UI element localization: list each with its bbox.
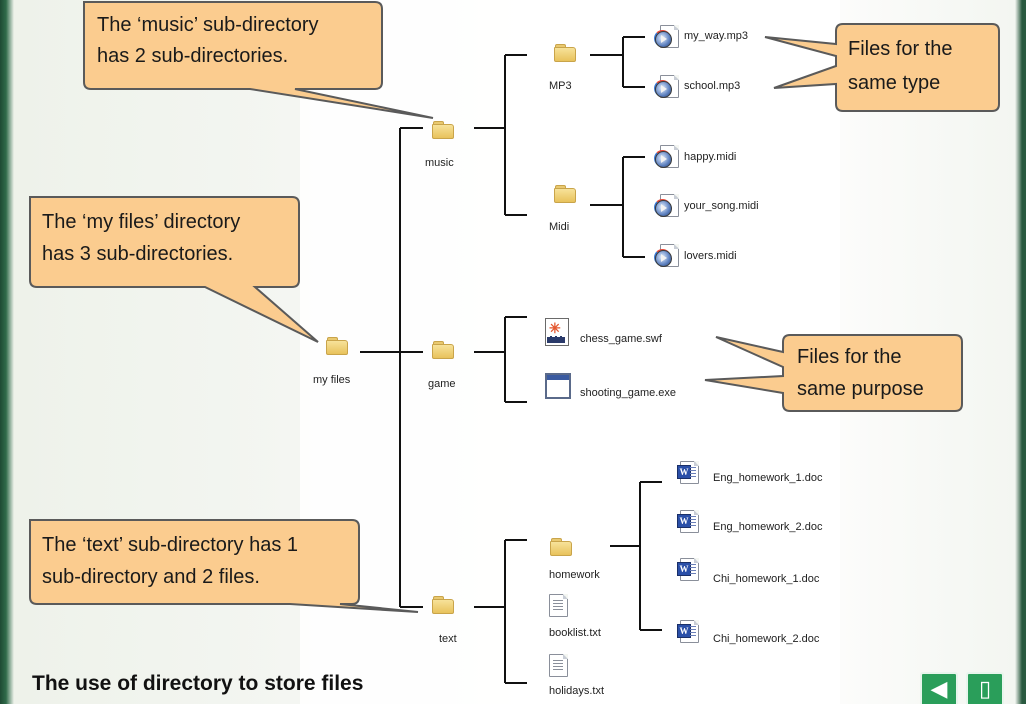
folder-icon[interactable] bbox=[432, 121, 454, 139]
file-label-chess-game: chess_game.swf bbox=[580, 333, 662, 345]
callout-purpose-line1: Files for the bbox=[797, 346, 902, 368]
file-label-shooting-game: shooting_game.exe bbox=[580, 387, 677, 399]
folder-label-midi: Midi bbox=[549, 221, 570, 233]
callout-music-line1: The ‘music’ sub-directory bbox=[97, 14, 319, 36]
folder-icon[interactable] bbox=[326, 337, 348, 355]
program-file-icon[interactable] bbox=[545, 373, 571, 399]
exit-button[interactable]: ▯ bbox=[966, 672, 1004, 704]
folder-label-text: text bbox=[439, 633, 457, 645]
media-file-icon[interactable] bbox=[654, 194, 679, 217]
callout-myfiles-line2: has 3 sub-directories. bbox=[42, 243, 234, 265]
callout-type-balloon bbox=[764, 23, 1000, 112]
file-label-school: school.mp3 bbox=[684, 80, 741, 92]
folder-icon[interactable] bbox=[432, 596, 454, 614]
back-button[interactable]: ◀ bbox=[920, 672, 958, 704]
callout-myfiles-balloon bbox=[29, 196, 319, 343]
file-label-your-song: your_song.midi bbox=[684, 200, 759, 212]
text-file-icon[interactable] bbox=[549, 594, 568, 617]
folder-label-mp3: MP3 bbox=[549, 80, 572, 92]
media-file-icon[interactable] bbox=[654, 145, 679, 168]
slide-title: The use of directory to store files bbox=[32, 672, 364, 695]
callout-music-balloon bbox=[83, 1, 434, 119]
word-doc-icon[interactable]: W bbox=[677, 558, 699, 581]
file-label-eng-homework-2: Eng_homework_2.doc bbox=[713, 521, 823, 533]
folder-label-homework: homework bbox=[549, 569, 600, 581]
word-doc-icon[interactable]: W bbox=[677, 510, 699, 533]
folder-label-my-files: my files bbox=[313, 374, 351, 386]
media-file-icon[interactable] bbox=[654, 244, 679, 267]
callout-purpose-line2: same purpose bbox=[797, 378, 924, 400]
flash-file-icon[interactable]: ✳ bbox=[545, 318, 569, 346]
file-label-holidays: holidays.txt bbox=[549, 685, 605, 697]
callout-text-balloon bbox=[29, 519, 419, 613]
callout-type-line1: Files for the bbox=[848, 38, 953, 60]
word-doc-icon[interactable]: W bbox=[677, 461, 699, 484]
folder-icon[interactable] bbox=[550, 538, 572, 556]
back-arrow-icon: ◀ bbox=[930, 677, 948, 702]
callout-purpose-balloon bbox=[704, 334, 963, 412]
callout-myfiles-line1: The ‘my files’ directory bbox=[42, 211, 241, 233]
folder-label-game: game bbox=[428, 378, 456, 390]
callout-music-line2: has 2 sub-directories. bbox=[97, 45, 289, 67]
callout-text-line2: sub-directory and 2 files. bbox=[42, 566, 260, 588]
media-file-icon[interactable] bbox=[654, 75, 679, 98]
file-label-happy: happy.midi bbox=[684, 151, 737, 163]
callout-text-line1: The ‘text’ sub-directory has 1 bbox=[42, 534, 299, 556]
folder-icon[interactable] bbox=[554, 185, 576, 203]
file-label-booklist: booklist.txt bbox=[549, 627, 601, 639]
media-file-icon[interactable] bbox=[654, 25, 679, 48]
callout-type-line2: same type bbox=[848, 72, 941, 94]
file-label-chi-homework-2: Chi_homework_2.doc bbox=[713, 633, 820, 645]
folder-icon[interactable] bbox=[432, 341, 454, 359]
file-label-lovers: lovers.midi bbox=[684, 250, 737, 262]
folder-label-music: music bbox=[425, 157, 454, 169]
file-label-chi-homework-1: Chi_homework_1.doc bbox=[713, 573, 820, 585]
file-label-my-way: my_way.mp3 bbox=[684, 30, 748, 42]
text-file-icon[interactable] bbox=[549, 654, 568, 677]
exit-door-icon: ▯ bbox=[978, 677, 992, 702]
word-doc-icon[interactable]: W bbox=[677, 620, 699, 643]
folder-icon[interactable] bbox=[554, 44, 576, 62]
file-label-eng-homework-1: Eng_homework_1.doc bbox=[713, 472, 823, 484]
